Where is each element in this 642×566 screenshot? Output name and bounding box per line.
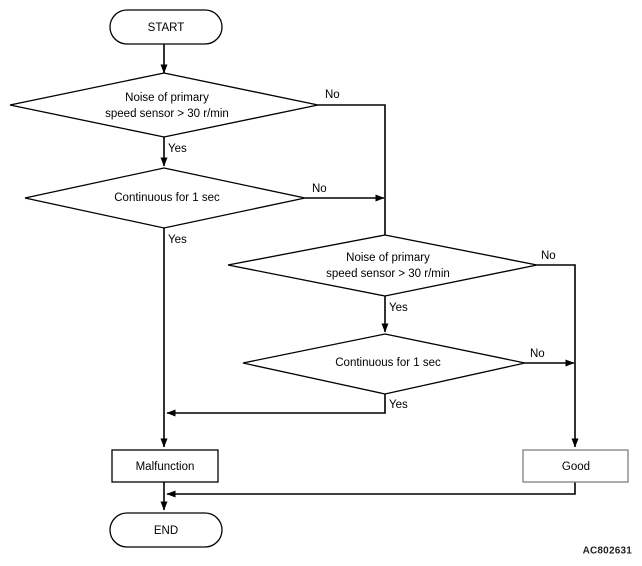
branch-label-decision3-no: No: [541, 250, 556, 262]
node-decision1-label-line1: Noise of primary: [125, 92, 209, 104]
branch-label-decision1-no: No: [325, 89, 340, 101]
node-decision4-label-line1: Continuous for 1 sec: [335, 357, 441, 369]
branch-label-decision2-yes: Yes: [168, 234, 187, 246]
node-malfunction: [111, 449, 219, 483]
branch-label-decision1-yes: Yes: [168, 143, 187, 155]
node-good-label: Good: [562, 461, 590, 473]
branch-label-decision4-yes: Yes: [389, 399, 408, 411]
node-decision3-label-line1: Noise of primary: [346, 252, 430, 264]
node-decision2: [24, 167, 306, 229]
branch-label-decision2-no: No: [312, 183, 327, 195]
branch-label-decision3-yes: Yes: [389, 302, 408, 314]
connector-decision4-yes-to-malfunction: [166, 394, 386, 417]
connector-good-to-end: [166, 482, 576, 498]
node-decision2-label-line1: Continuous for 1 sec: [114, 192, 220, 204]
node-end: [109, 512, 223, 548]
node-start: [109, 9, 223, 45]
node-malfunction-label: Malfunction: [136, 461, 195, 473]
node-decision3: [227, 234, 538, 297]
node-good: [522, 449, 629, 483]
connector-decision1-no-to-rail: [318, 104, 389, 256]
node-end-label: END: [154, 525, 178, 537]
connector-decision3-no-to-good: [537, 264, 579, 448]
node-start-label: START: [148, 22, 185, 34]
reference-code: AC802631: [583, 546, 633, 557]
node-decision4: [242, 333, 526, 395]
node-decision1-label-line2: speed sensor > 30 r/min: [105, 108, 229, 120]
branch-label-decision4-no: No: [530, 348, 545, 360]
node-decision3-label-line2: speed sensor > 30 r/min: [326, 268, 450, 280]
node-decision1: [9, 72, 319, 138]
